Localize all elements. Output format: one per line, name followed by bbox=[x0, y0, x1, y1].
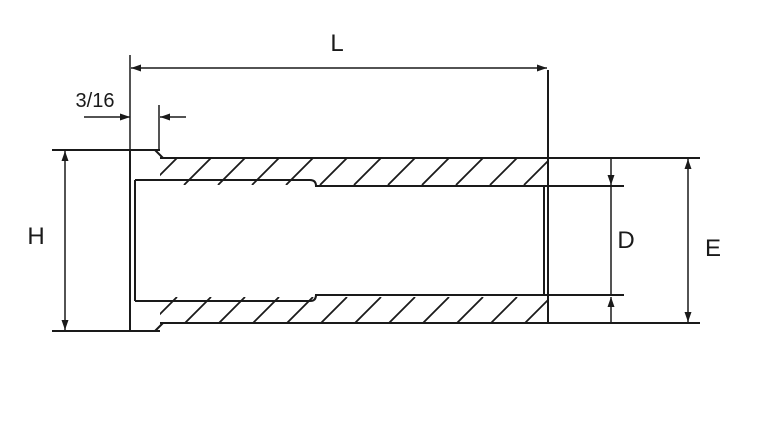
hatch-top bbox=[160, 158, 548, 185]
dimension-length: L bbox=[129, 30, 547, 150]
outer-diameter-label: E bbox=[705, 235, 721, 262]
head-thickness-label: 3/16 bbox=[76, 90, 115, 112]
dimension-outer-diameter: E bbox=[684, 159, 721, 322]
dimension-head-height: H bbox=[27, 151, 69, 330]
length-label: L bbox=[330, 30, 343, 57]
hatch-bottom bbox=[160, 297, 548, 324]
part-outline bbox=[52, 70, 700, 332]
dimension-inner-diameter: D bbox=[607, 159, 635, 323]
dimension-head-thickness: 3/16 bbox=[76, 90, 186, 150]
head-height-label: H bbox=[27, 223, 44, 250]
inner-diameter-label: D bbox=[617, 227, 634, 254]
